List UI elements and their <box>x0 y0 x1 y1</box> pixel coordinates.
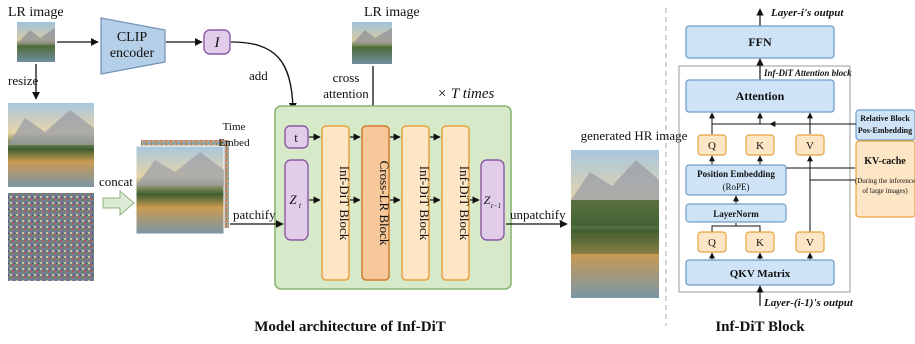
unpatchify-label: unpatchify <box>510 207 566 222</box>
lr-image-label: LR image <box>8 5 64 20</box>
kv-note2: of large images) <box>862 187 908 195</box>
t-label: t <box>294 130 298 145</box>
layernorm-box: LayerNorm <box>685 203 787 223</box>
attention-box: Attention <box>685 79 835 113</box>
k1-box: K <box>745 134 775 156</box>
rel-line1: Relative Block <box>860 114 910 123</box>
pos-line2: (RoPE) <box>723 182 750 192</box>
zt-subscript: t <box>299 201 302 210</box>
block-4-label: Inf-DiT Block <box>457 166 472 241</box>
k2-label: K <box>756 237 764 249</box>
ffn-label: FFN <box>748 35 772 49</box>
attention-block-frame <box>678 65 851 293</box>
attention-label: attention <box>323 86 369 101</box>
v1-label: V <box>806 140 814 152</box>
input-label: Layer-(i-1)'s output <box>763 297 854 309</box>
encoder-label: encoder <box>110 46 155 61</box>
v2-label: V <box>806 237 814 249</box>
right-caption: Inf-DiT Block <box>715 319 805 335</box>
cross-label: cross <box>333 70 360 85</box>
rel-line2: Pos-Embedding <box>858 126 912 135</box>
zt1-subscript: t−1 <box>491 202 501 210</box>
zt-label: Z <box>289 192 297 207</box>
inf-dit-block-4: Inf-DiT Block <box>441 125 472 281</box>
i-label: I <box>214 35 221 51</box>
block-1-label: Inf-DiT Block <box>337 166 352 241</box>
k2-box: K <box>745 231 775 253</box>
resize-label: resize <box>8 73 39 88</box>
kv-cache-box: KV-cache (During the inference of large … <box>855 140 915 218</box>
kv-cache-label: KV-cache <box>864 156 906 167</box>
clip-embedding-node: I <box>203 29 231 55</box>
kv-note1: (During the inference <box>855 177 915 185</box>
q1-box: Q <box>697 134 727 156</box>
time-label: Time <box>223 121 246 133</box>
lr-image2-label: LR image <box>364 5 420 20</box>
zt1-label: Z <box>484 193 491 207</box>
add-label: add <box>249 68 268 83</box>
inf-dit-block-1: Inf-DiT Block <box>321 125 352 281</box>
times-label: × T times <box>437 86 495 102</box>
resized-image <box>8 103 94 187</box>
qkv1-bus <box>711 123 811 134</box>
v1-box: V <box>795 134 825 156</box>
layernorm-label: LayerNorm <box>713 209 759 219</box>
generated-hr-image <box>571 150 659 298</box>
block-3-label: Inf-DiT Block <box>417 166 432 241</box>
pos-line1: Position Embedding <box>697 169 775 179</box>
q2-box: Q <box>697 231 727 253</box>
embed-label: Embed <box>218 137 250 149</box>
add-arrow <box>230 41 297 111</box>
concat-arrow <box>102 189 135 217</box>
zt-minus-1-node: Z t−1 <box>480 159 505 241</box>
qk2-bus <box>711 225 761 232</box>
attention-box-label: Attention <box>736 89 785 103</box>
qkv-label: QKV Matrix <box>730 268 791 280</box>
generated-label: generated HR image <box>581 128 688 143</box>
patchify-label: patchify <box>233 207 276 222</box>
position-embedding-box: Position Embedding (RoPE) <box>685 164 787 196</box>
ffn-box: FFN <box>685 25 835 59</box>
q2-label: Q <box>708 237 716 249</box>
output-label: Layer-i's output <box>770 7 844 19</box>
clip-encoder: CLIP encoder <box>100 17 166 75</box>
timestep-node: t <box>284 125 309 149</box>
attention-block-label: Inf-DiT Attention block <box>763 68 852 78</box>
block-2-label: Cross-LR Block <box>377 161 392 246</box>
concatenated-latent <box>135 140 229 235</box>
left-caption: Model architecture of Inf-DiT <box>254 319 446 335</box>
qkv-matrix-box: QKV Matrix <box>685 259 835 286</box>
lr-image2-thumbnail <box>352 22 392 64</box>
cross-lr-block: Cross-LR Block <box>361 125 392 281</box>
noise-image <box>8 193 94 281</box>
inf-dit-block-3: Inf-DiT Block <box>401 125 432 281</box>
q1-label: Q <box>708 140 716 152</box>
relative-pos-embedding-box: Relative Block Pos-Embedding <box>855 109 915 141</box>
k1-label: K <box>756 140 764 152</box>
v2-box: V <box>795 231 825 253</box>
zt-node: Z t <box>284 159 309 241</box>
concat-label: concat <box>99 174 133 189</box>
lr-image-thumbnail <box>17 22 55 62</box>
clip-label: CLIP <box>117 30 148 45</box>
dit-stack-container <box>274 105 512 290</box>
